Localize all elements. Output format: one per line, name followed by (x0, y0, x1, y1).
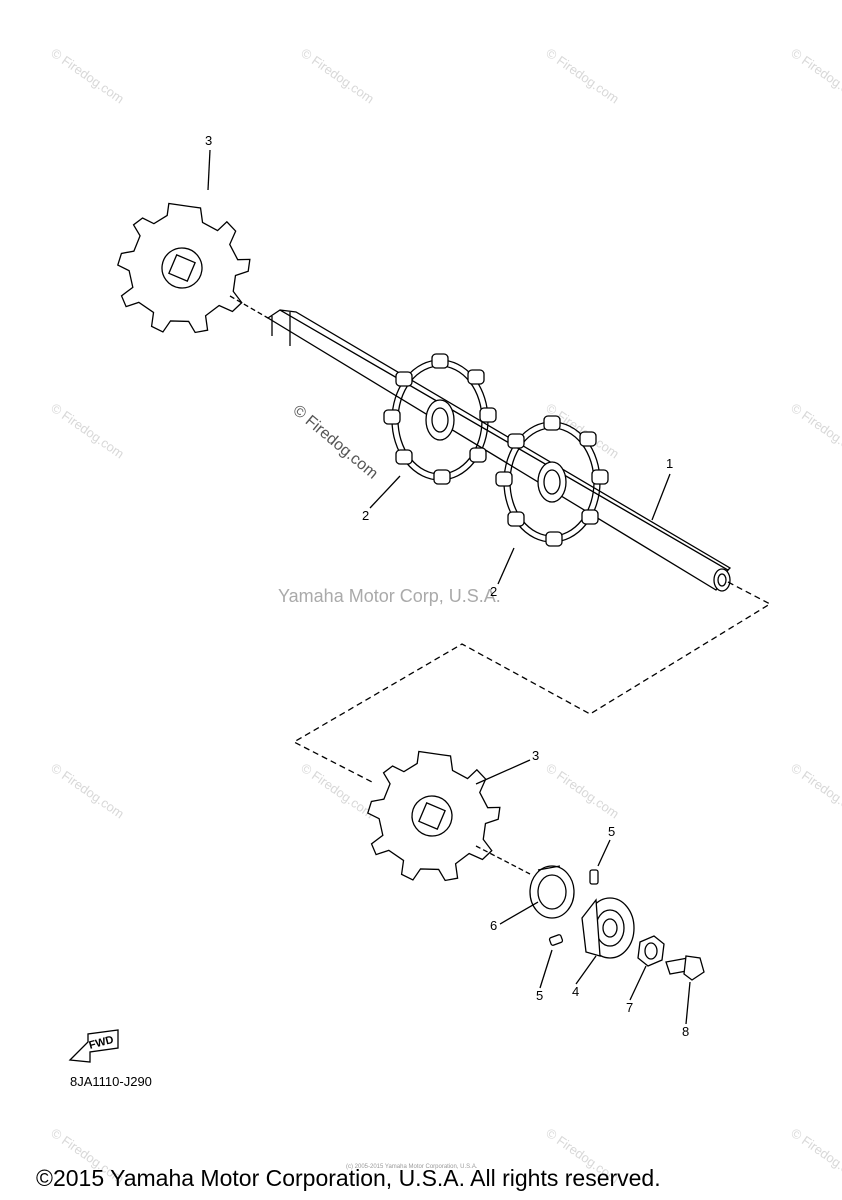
callout-2-right: 2 (490, 584, 497, 599)
copyright-footer: ©2015 Yamaha Motor Corporation, U.S.A. A… (36, 1165, 661, 1191)
set-screw-bottom (548, 934, 564, 946)
watermark: © Firedog.com (298, 760, 377, 821)
tiny-watermark: (c) 2005-2015 Yamaha Motor Corporation, … (346, 1164, 478, 1170)
watermark: © Firedog.com (48, 400, 127, 461)
collar-6 (529, 865, 575, 919)
callout-3-bottom: 3 (532, 748, 539, 763)
callout-6: 6 (490, 918, 497, 933)
sprocket-3-top (108, 197, 257, 344)
callout-8: 8 (682, 1024, 689, 1039)
callouts: 3 1 2 2 3 5 6 5 4 7 8 (205, 133, 691, 1039)
alignment-frame (292, 581, 772, 783)
watermark: © Firedog.com (48, 45, 127, 106)
sprocket-3-bottom (358, 745, 507, 892)
sprocket-2-right (495, 415, 609, 547)
callout-5-top: 5 (608, 824, 615, 839)
watermark: © Firedog.com (298, 45, 377, 106)
callout-1: 1 (666, 456, 673, 471)
callout-5-bottom: 5 (536, 988, 543, 1003)
bolt-8 (665, 955, 705, 981)
watermark: © Firedog.com (543, 400, 622, 461)
callout-7: 7 (626, 1000, 633, 1015)
leader-line (475, 845, 531, 875)
part-code: 8JA1110-J290 (70, 1074, 152, 1089)
fwd-arrow-icon: FWD (68, 1029, 119, 1063)
callout-4: 4 (572, 984, 579, 999)
drive-shaft (266, 309, 732, 592)
set-screw-top (589, 869, 599, 885)
bearing-4 (581, 897, 635, 959)
watermark: © Firedog.com (788, 45, 842, 106)
center-watermark: Yamaha Motor Corp, U.S.A. (278, 586, 501, 606)
leader-line (229, 295, 269, 319)
watermark: © Firedog.com (48, 760, 127, 821)
callout-3-top: 3 (205, 133, 212, 148)
watermark: © Firedog.com (788, 400, 842, 461)
watermark: © Firedog.com (543, 45, 622, 106)
watermark: © Firedog.com (788, 1125, 842, 1186)
sprocket-2-left (383, 353, 497, 485)
watermark: © Firedog.com (543, 760, 622, 821)
callout-2-left: 2 (362, 508, 369, 523)
nut-7 (637, 935, 665, 967)
diagonal-watermark: © Firedog.com (289, 402, 380, 483)
watermark: © Firedog.com (788, 760, 842, 821)
